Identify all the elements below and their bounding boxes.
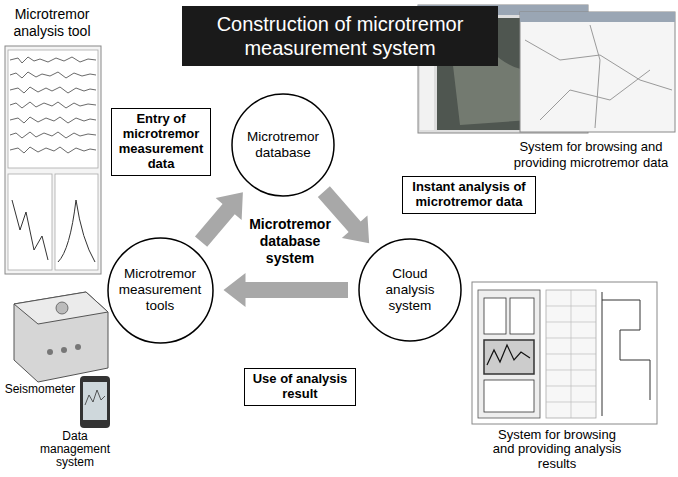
- screen-frame: [5, 46, 101, 274]
- connector-knob: [75, 344, 81, 350]
- phone-graph: [85, 390, 105, 405]
- node-text: Entry of microtremor measurement data: [117, 112, 205, 172]
- process-box: Instant analysis of microtremor data: [402, 176, 536, 214]
- title-text: Construction of microtremor measurement …: [217, 13, 464, 59]
- result-cell: [484, 380, 534, 412]
- profile-plot: [602, 292, 650, 416]
- waveform: [10, 147, 96, 153]
- title-box: Construction of microtremor measurement …: [182, 6, 498, 66]
- waveform: [10, 132, 96, 138]
- phone-illustration: [80, 376, 110, 428]
- waveform-panel: [8, 50, 98, 168]
- connector-knob: [47, 349, 53, 355]
- level-dial: [56, 302, 68, 314]
- node-text: Cloud analysis system: [367, 266, 453, 315]
- flow-arrow: [195, 192, 243, 246]
- graph-panel: [55, 174, 98, 270]
- screen-frame: [520, 12, 675, 132]
- analysis-tool-screenshot: [5, 46, 101, 274]
- table-grid: [546, 290, 596, 418]
- seismometer-top: [14, 292, 108, 324]
- node-text: Microtremor measurement tools: [117, 266, 203, 315]
- result-cell: [484, 298, 506, 334]
- process-box: Use of analysis result: [244, 368, 356, 406]
- screenshot-caption: System for browsing and providing analys…: [492, 428, 622, 471]
- window-bar: [520, 12, 675, 22]
- circle-node: Microtremor database: [231, 93, 335, 197]
- phone-body: [80, 376, 110, 428]
- graph-curve: [12, 200, 48, 260]
- connector-knob: [61, 347, 67, 353]
- flow-arrow: [224, 273, 349, 307]
- node-text: Use of analysis result: [250, 372, 350, 402]
- waveform: [10, 87, 96, 93]
- screenshot-caption: Microtremor analysis tool: [4, 6, 100, 40]
- waveform: [10, 102, 96, 108]
- result-panel: [478, 290, 540, 418]
- screen-frame: [472, 282, 657, 424]
- graph-curve: [58, 200, 95, 262]
- system-label: Microtremor database system: [240, 216, 340, 266]
- circle-shape: [359, 239, 461, 341]
- process-box: Entry of microtremor measurement data: [111, 108, 211, 176]
- results-screenshot: [472, 282, 657, 424]
- waveform: [10, 72, 96, 78]
- node-text: Instant analysis of microtremor data: [408, 180, 530, 210]
- result-curve: [487, 345, 530, 365]
- phone-screen: [83, 382, 107, 420]
- device-label: Data management system: [34, 430, 116, 470]
- circle-node: Microtremor measurement tools: [107, 237, 214, 344]
- circle-shape: [108, 238, 213, 343]
- flow-arrow: [318, 186, 369, 243]
- circle-node: Cloud analysis system: [358, 238, 462, 342]
- graph-panel: [8, 174, 52, 270]
- circle-shape: [232, 94, 334, 196]
- result-cell: [510, 298, 534, 334]
- screenshot-caption: System for browsing and providing microt…: [508, 139, 674, 170]
- seismometer-illustration: [14, 292, 108, 382]
- result-cell: [484, 340, 534, 374]
- device-label: Seismometer: [3, 382, 77, 396]
- waveform: [10, 117, 96, 123]
- node-text: Microtremor database: [240, 129, 326, 161]
- waveform: [10, 57, 96, 63]
- seismometer-body: [14, 292, 108, 382]
- result-table: [546, 290, 596, 418]
- road-lines: [525, 25, 672, 128]
